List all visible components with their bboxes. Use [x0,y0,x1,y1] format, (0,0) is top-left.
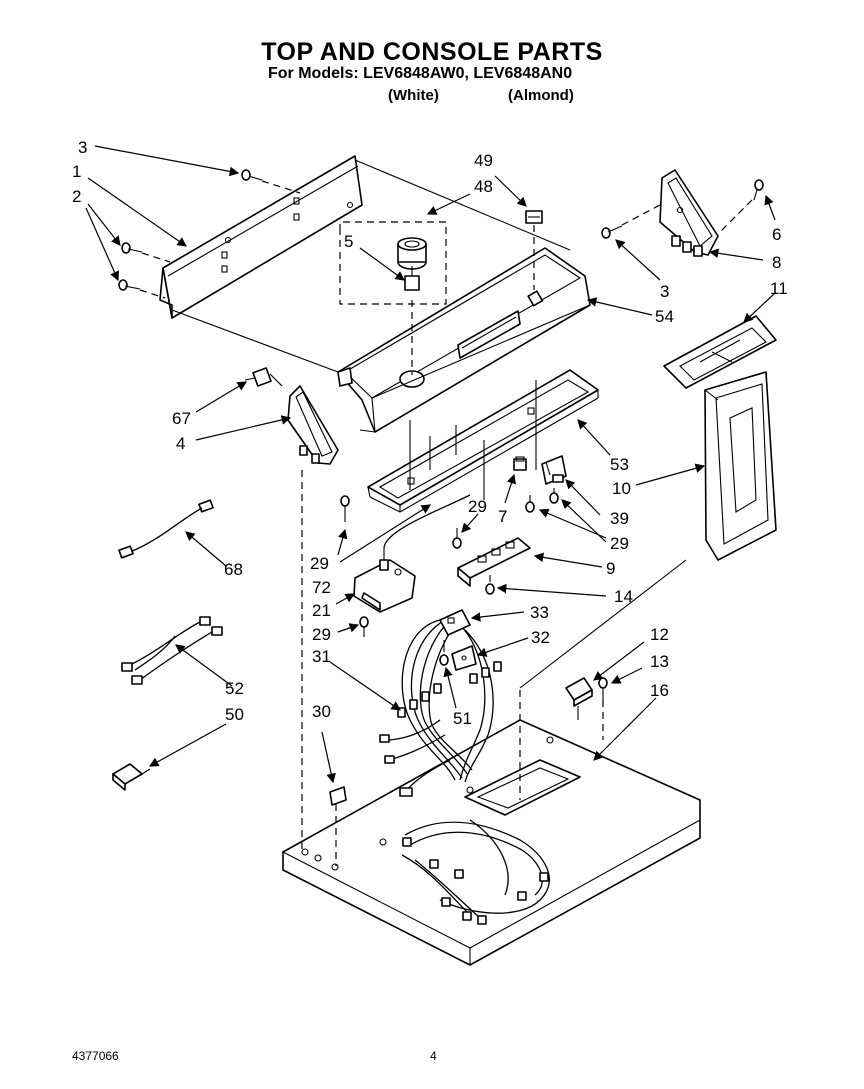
callout-30: 30 [312,702,331,721]
screw-29-console-d [549,488,559,504]
top-panel-part [282,719,701,966]
callout-33: 33 [530,603,549,622]
page-title: TOP AND CONSOLE PARTS [261,38,603,66]
callout-48: 48 [474,177,493,196]
screw-3-left [241,169,301,194]
screw-13 [598,677,608,740]
assembly-guide-lines [171,159,687,850]
document-number: 4377066 [72,1049,119,1063]
callout-4: 4 [176,434,185,453]
screw-29-console-c [525,495,535,513]
screw-2-upper [121,242,171,263]
console-back-part [367,369,599,513]
callout-29-d: 29 [312,625,331,644]
screw-51 [439,640,449,666]
screw-29-console-b [452,528,462,549]
screw-6 [719,179,764,233]
callout-16: 16 [650,681,669,700]
switch-7-part [513,456,527,471]
wire-harness-52-part [121,616,223,685]
lint-screen-part [704,371,777,561]
connector-50-part [112,763,151,791]
clip-30-part [329,786,347,866]
switch-assembly-9-part [457,537,531,587]
callout-3-right: 3 [660,282,669,301]
screw-14 [485,575,495,595]
callout-72: 72 [312,578,331,597]
push-button-part [525,210,543,290]
screw-29-timer [359,616,369,637]
sensor-33-part [439,609,471,636]
variant-almond: (Almond) [508,87,574,104]
callout-11: 11 [770,279,788,298]
clip-67-part [244,367,283,387]
page-number: 4 [430,1049,437,1063]
callout-1: 1 [72,162,81,181]
callout-leaders [85,145,776,784]
wire-harness-part [401,819,550,925]
callout-52: 52 [225,679,244,698]
knob-assembly-callout-box [339,221,447,375]
callout-31: 31 [312,647,331,666]
callout-29-b: 29 [310,554,329,573]
screw-29-console-a [340,495,350,522]
callout-68: 68 [224,560,243,579]
callout-7: 7 [498,507,507,526]
main-harness-part [379,619,502,797]
callout-51: 51 [453,709,472,728]
callout-13: 13 [650,652,669,671]
jumper-wire-68-part [118,499,214,559]
callout-3: 3 [78,138,87,157]
callout-53: 53 [610,455,629,474]
callout-67: 67 [172,409,191,428]
model-numbers: For Models: LEV6848AW0, LEV6848AN0 [268,65,573,82]
callout-50: 50 [225,705,244,724]
control-console-part [337,247,591,433]
bracket-39-part [541,455,567,485]
callout-9: 9 [606,559,615,578]
control-knob-part [397,237,427,291]
callout-8: 8 [772,253,781,272]
callout-14: 14 [614,587,633,606]
callout-54: 54 [655,307,674,326]
callout-12: 12 [650,625,669,644]
callout-labels: 3 1 2 49 48 5 6 3 8 11 54 67 4 53 10 29 … [72,138,788,728]
callout-32: 32 [531,628,550,647]
callout-29-a: 29 [468,497,487,516]
callout-49: 49 [474,151,493,170]
callout-39: 39 [610,509,629,528]
end-cap-left-part [287,385,339,465]
rear-bracket-part [159,155,363,319]
bracket-32-part [451,645,477,671]
callout-10: 10 [612,479,631,498]
callout-29-c: 29 [610,534,629,553]
lint-screen-cover-part [663,315,777,389]
screw-2-lower [118,279,166,299]
callout-21: 21 [312,601,331,620]
screw-3-right [601,204,661,239]
callout-2: 2 [72,187,81,206]
clip-12-part [565,677,593,720]
timer-21-part [353,494,471,613]
callout-6: 6 [772,225,781,244]
callout-5: 5 [344,232,353,251]
end-cap-right-part [659,169,719,257]
variant-white: (White) [388,87,439,104]
